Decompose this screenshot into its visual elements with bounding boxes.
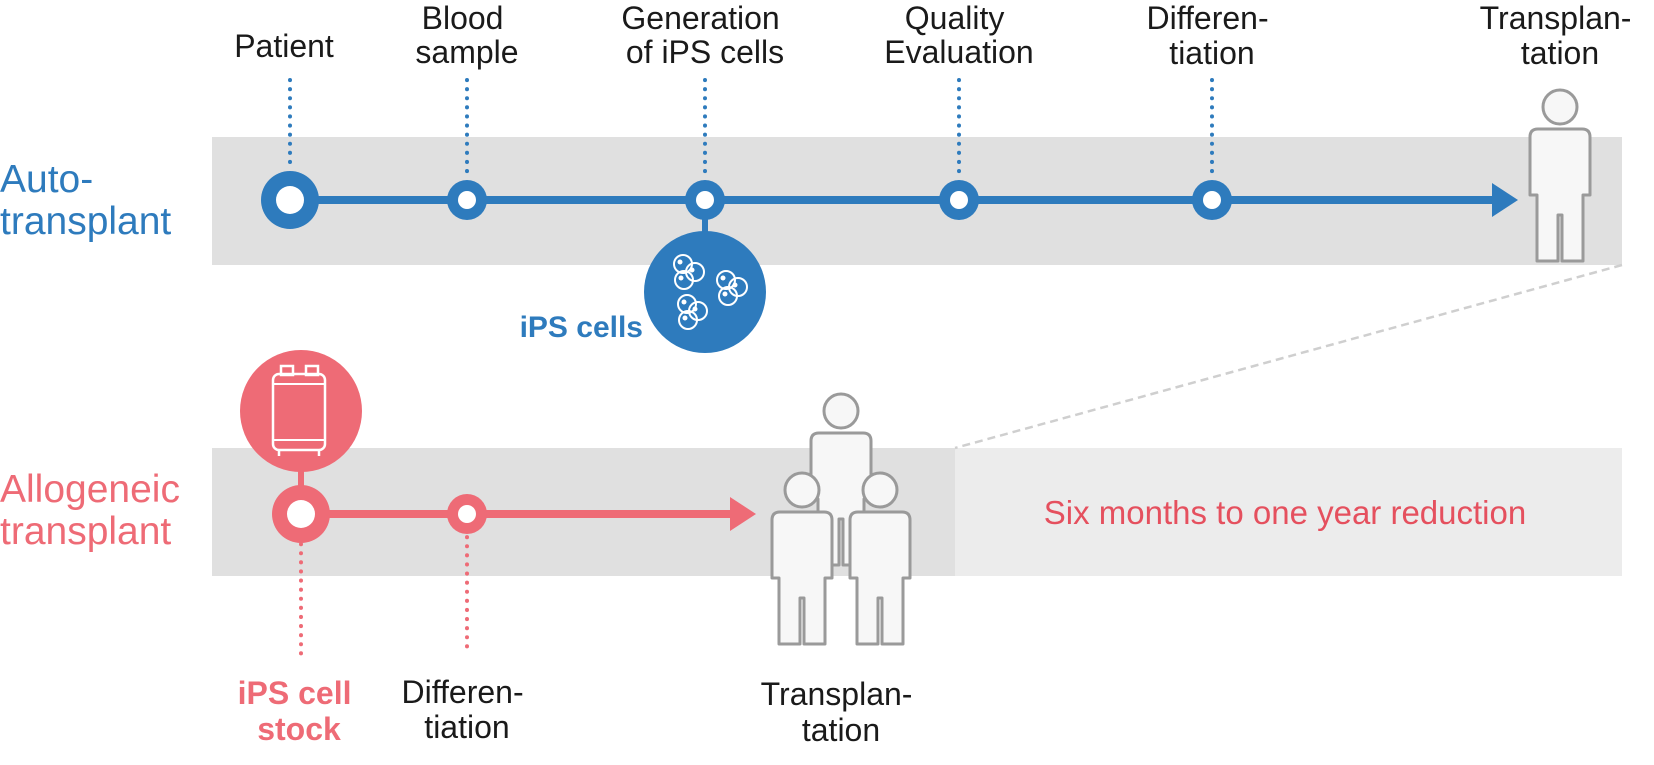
reduction-note: Six months to one year reduction	[1044, 494, 1526, 531]
auto-row-label-line1: Auto-	[0, 158, 93, 201]
auto-step-label-quality: Quality Evaluation	[884, 0, 1033, 70]
auto-step-label-generation: Generation of iPS cells	[621, 0, 788, 70]
storage-tank-icon	[240, 350, 362, 472]
auto-step-label-differentiation: Differen- tiation	[1146, 0, 1277, 71]
auto-step-label-patient: Patient	[234, 28, 334, 64]
allo-step-label-differentiation: Differen- tiation	[401, 674, 532, 745]
allo-arrowhead	[730, 497, 756, 531]
auto-row-label-line2: transplant	[0, 200, 171, 243]
auto-step-label-blood-sample: Blood sample	[415, 0, 518, 70]
allo-leader-lines	[299, 526, 469, 657]
auto-row-label: Auto- transplant	[0, 158, 171, 243]
allo-step-label-transplantation: Transplan- tation	[761, 676, 922, 748]
allo-row-label-line2: transplant	[0, 510, 171, 553]
reduction-connector-line	[954, 263, 1623, 450]
auto-leader-lines	[288, 78, 1214, 180]
ips-cells-icon	[644, 231, 766, 353]
allo-step-label-stock: iPS cell stock	[238, 675, 361, 747]
allo-row-label: Allogeneic transplant	[0, 468, 191, 553]
ips-cells-label: iPS cells	[520, 311, 643, 344]
reduction-band	[955, 448, 1622, 576]
auto-arrowhead	[1492, 183, 1518, 217]
auto-step-label-transplantation: Transplan- tation	[1480, 0, 1641, 71]
allo-row-label-line1: Allogeneic	[0, 468, 180, 511]
